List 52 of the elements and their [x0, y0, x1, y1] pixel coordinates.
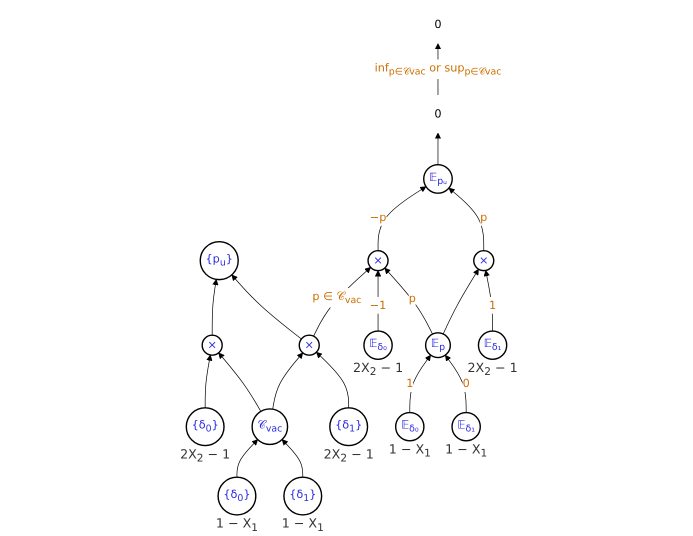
arrow [434, 132, 442, 165]
node-annotation: 1 − X$_{1}$ [216, 516, 258, 534]
node-circle [423, 164, 453, 194]
arrow [442, 268, 479, 334]
node-circle [424, 332, 452, 358]
arrow [231, 274, 302, 340]
node-annotation: 2X$_{2}$ − 1 [352, 360, 404, 378]
node-circle [186, 407, 225, 446]
edge-label: 1 [406, 376, 414, 390]
edge-label: p [408, 292, 416, 305]
edge-label: −p [370, 210, 386, 224]
arrow [445, 354, 467, 413]
node-circle [451, 412, 481, 442]
node-circle [283, 476, 322, 516]
arrow [484, 270, 493, 332]
edge-label: 0 [462, 376, 470, 390]
arrow [218, 352, 262, 412]
arrow [316, 352, 350, 408]
node-circle [363, 330, 393, 360]
edge-label: −1 [370, 298, 386, 312]
arrow [272, 352, 304, 410]
node-circle [200, 240, 239, 280]
arrow [378, 186, 426, 252]
node-circle [202, 334, 223, 356]
node-circle [329, 407, 368, 446]
node-circle [251, 408, 288, 446]
arrow [282, 439, 304, 478]
arrow [409, 354, 431, 413]
edge-label: p ∈ 𝒞$_{vac}$ [312, 289, 362, 306]
edge-label: 1 [488, 298, 496, 312]
arrow [384, 268, 433, 334]
arrow [204, 354, 212, 408]
arrow [212, 279, 218, 336]
node-annotation: 1 − X$_{1}$ [388, 442, 431, 460]
node-circle [298, 334, 320, 356]
arrow [448, 188, 484, 252]
node-text: 0 [434, 18, 442, 31]
node-circle [217, 476, 256, 516]
node-circle [473, 250, 494, 272]
edge-label: inf$_{p∈𝒞vac}$ or sup$_{p∈𝒞vac}$ [374, 60, 502, 78]
node-annotation: 2X$_{2}$ − 1 [180, 446, 230, 464]
node-annotation: 1 − X$_{1}$ [282, 516, 324, 534]
node-annotation: 2X$_{2}$ − 1 [324, 446, 374, 464]
arrow [374, 270, 382, 332]
node-annotation: 2X$_{2}$ − 1 [468, 360, 518, 378]
node-circle [394, 412, 425, 442]
edge-label: p [480, 210, 488, 224]
arrow [236, 439, 258, 478]
node-circle [367, 250, 389, 272]
node-annotation: 1 − X$_{1}$ [445, 442, 488, 460]
node-circle [478, 330, 508, 360]
node-text: 0 [434, 106, 442, 120]
